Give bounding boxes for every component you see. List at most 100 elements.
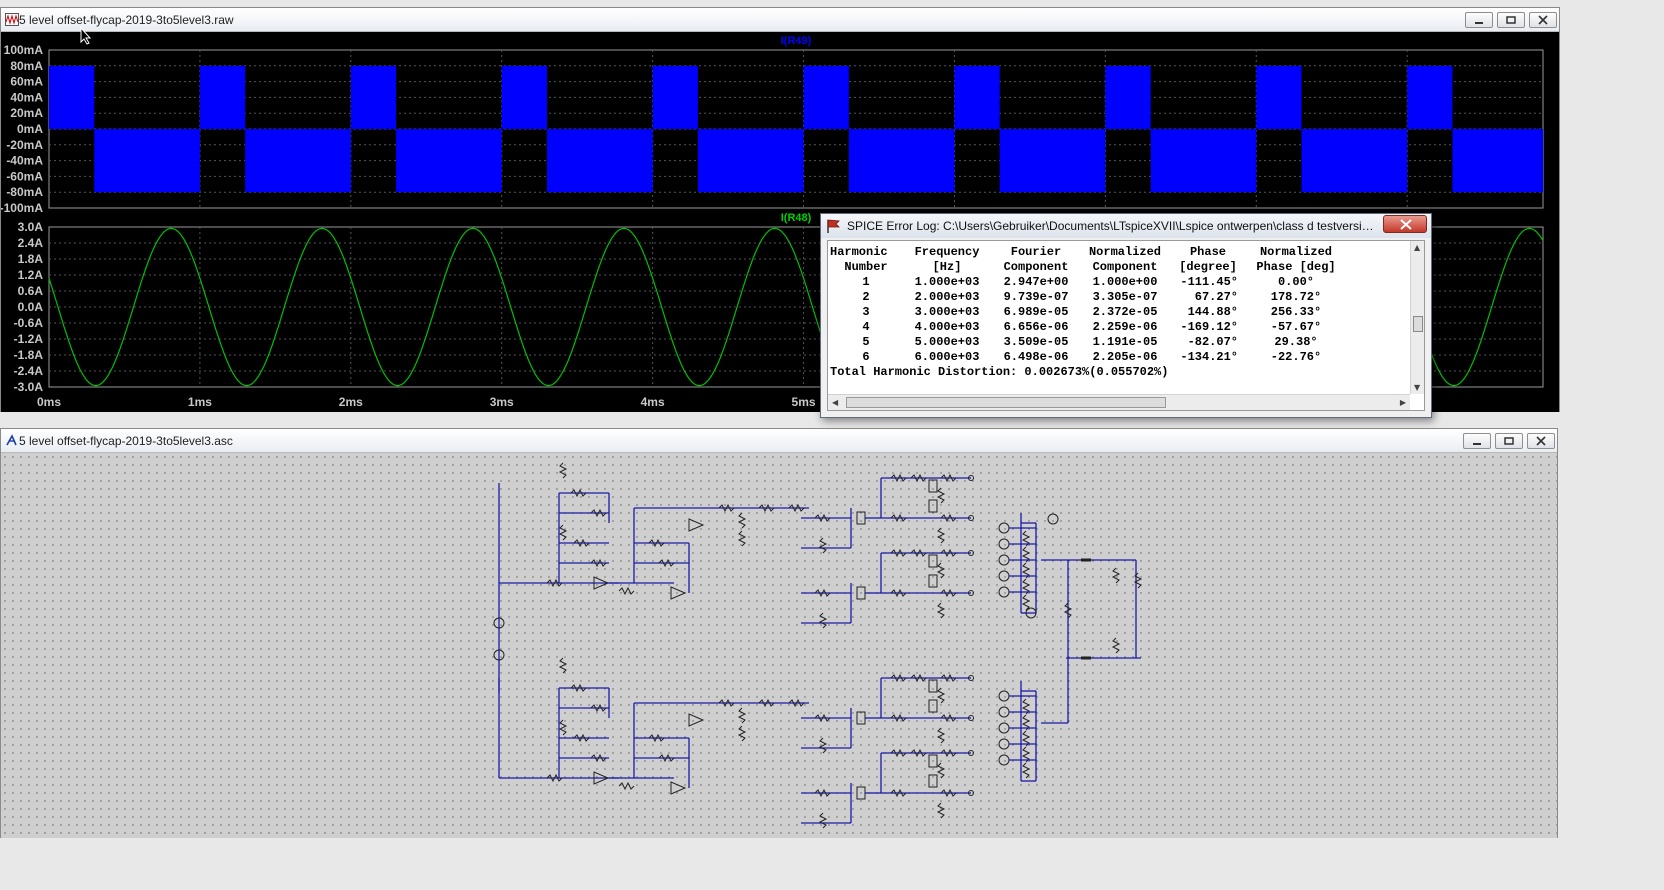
resistor: [758, 503, 775, 513]
square-wave-low-block: [1452, 129, 1543, 193]
resistor: [818, 737, 828, 754]
top-tick-label: -60mA: [6, 169, 43, 183]
bottom-tick-label: 0.6A: [18, 284, 44, 298]
waveform-app-icon: [5, 13, 19, 26]
schematic-canvas[interactable]: [1, 453, 1557, 838]
resistor: [818, 612, 828, 629]
column-header: Phase [deg]: [1256, 260, 1336, 274]
error-log-text-area[interactable]: Harmonic Frequency Fourier Normalized Ph…: [827, 240, 1425, 411]
trace-label-top[interactable]: I(R49): [781, 35, 812, 47]
square-wave-low-block: [396, 129, 502, 193]
scroll-down-icon[interactable]: ▼: [1414, 383, 1421, 392]
resistor: [1133, 572, 1143, 589]
column-header: Harmonic: [830, 245, 888, 259]
bottom-tick-label: -1.8A: [14, 348, 44, 362]
column-header: [degree]: [1179, 260, 1237, 274]
table-cell: 9.739e-07: [1003, 290, 1069, 304]
square-wave-high-block: [350, 65, 397, 129]
resistor: [718, 698, 735, 708]
square-wave-low-block: [547, 129, 653, 193]
square-wave-low-block: [1150, 129, 1257, 193]
bottom-tick-label: -2.4A: [14, 364, 44, 378]
horizontal-scrollbar[interactable]: ◀ ▶: [828, 394, 1410, 410]
top-pane: 100mA80mA60mA40mA20mA0mA-20mA-40mA-60mA-…: [1, 43, 1544, 215]
circuit-schematic[interactable]: [1, 453, 1557, 838]
x-tick-label: 5ms: [792, 395, 816, 409]
restore-button[interactable]: [1497, 12, 1525, 28]
minimize-button[interactable]: [1463, 433, 1491, 449]
resistor: [940, 548, 957, 558]
table-cell: 2.205e-06: [1092, 350, 1158, 364]
minimize-button[interactable]: [1465, 12, 1493, 28]
vertical-scrollbar[interactable]: ▲ ▼: [1410, 241, 1424, 394]
table-cell: 6.000e+03: [914, 350, 980, 364]
mosfet: [928, 679, 938, 693]
schematic-titlebar[interactable]: 5 level offset-flycap-2019-3to5level3.as…: [1, 429, 1557, 453]
table-header-row: Number [Hz] Component Component [degree]…: [830, 260, 1346, 275]
close-button[interactable]: [1529, 12, 1557, 28]
scroll-right-icon[interactable]: ▶: [1399, 398, 1406, 407]
mosfet: [928, 754, 938, 768]
resistor: [890, 548, 907, 558]
scroll-thumb[interactable]: [1413, 316, 1423, 332]
table-header-row: Harmonic Frequency Fourier Normalized Ph…: [830, 245, 1346, 260]
resistor: [936, 487, 946, 504]
thd-line: Total Harmonic Distortion: 0.002673%(0.0…: [830, 365, 1169, 379]
scroll-left-icon[interactable]: ◀: [832, 398, 839, 407]
mosfet: [856, 711, 866, 725]
square-wave-high-block: [652, 65, 698, 129]
table-cell: 67.27°: [1194, 290, 1238, 304]
resistor: [940, 713, 957, 723]
resistor: [1021, 762, 1031, 779]
error-log-titlebar[interactable]: SPICE Error Log: C:\Users\Gebruiker\Docu…: [821, 214, 1431, 238]
error-log-close-button[interactable]: [1383, 215, 1427, 233]
top-tick-label: 60mA: [10, 75, 43, 89]
resistor: [737, 707, 747, 724]
voltage-source: [1025, 607, 1037, 619]
close-button[interactable]: [1527, 433, 1555, 449]
table-cell: 2.259e-06: [1092, 320, 1158, 334]
x-tick-label: 4ms: [641, 395, 665, 409]
column-header: Component: [1092, 260, 1158, 274]
mouse-cursor-icon: [80, 27, 92, 45]
square-wave-low-block: [1301, 129, 1408, 193]
table-cell: 1: [862, 275, 870, 289]
column-header: Normalized: [1088, 245, 1161, 259]
table-cell: 29.38°: [1274, 335, 1318, 349]
scroll-up-icon[interactable]: ▲: [1414, 243, 1421, 252]
resistor: [590, 753, 607, 763]
resistor: [573, 538, 590, 548]
resistor: [558, 657, 568, 674]
x-tick-label: 2ms: [339, 395, 363, 409]
top-tick-label: 80mA: [10, 59, 43, 73]
resistor: [718, 503, 735, 513]
resistor: [936, 602, 946, 619]
resistor: [936, 527, 946, 544]
restore-button[interactable]: [1495, 433, 1523, 449]
top-tick-label: 40mA: [10, 90, 43, 104]
resistor: [814, 513, 831, 523]
bottom-tick-label: -0.6A: [14, 316, 44, 330]
table-cell: 6: [862, 350, 870, 364]
opamp-symbol: [670, 586, 687, 600]
square-wave-high-block: [1105, 65, 1151, 129]
resistor: [558, 524, 568, 541]
opamp-symbol: [593, 771, 610, 785]
resistor: [558, 719, 568, 736]
resistor: [648, 733, 665, 743]
trace-label-bottom[interactable]: I(R48): [781, 212, 812, 224]
port-marker: [968, 550, 974, 556]
port-marker: [968, 715, 974, 721]
waveform-titlebar[interactable]: 5 level offset-flycap-2019-3to5level3.ra…: [1, 8, 1559, 32]
scroll-thumb[interactable]: [846, 397, 1166, 408]
opamp-symbol: [688, 518, 705, 532]
table-cell: 4: [862, 320, 870, 334]
square-wave-high-block: [199, 65, 246, 129]
resistor: [910, 748, 927, 758]
resistor: [737, 530, 747, 547]
table-cell: 3.509e-05: [1003, 335, 1069, 349]
bottom-tick-label: -3.0A: [14, 380, 44, 394]
resistor: [546, 773, 563, 783]
port-marker: [968, 750, 974, 756]
